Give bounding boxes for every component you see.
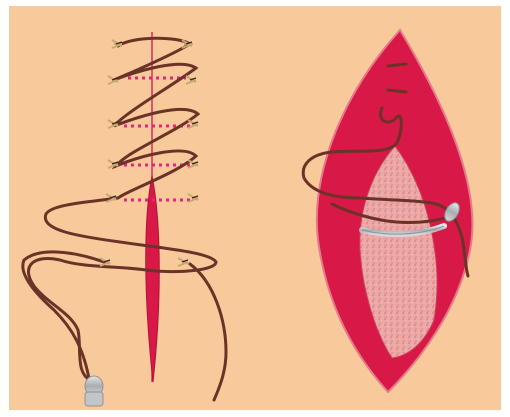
needle-icon bbox=[85, 376, 103, 406]
